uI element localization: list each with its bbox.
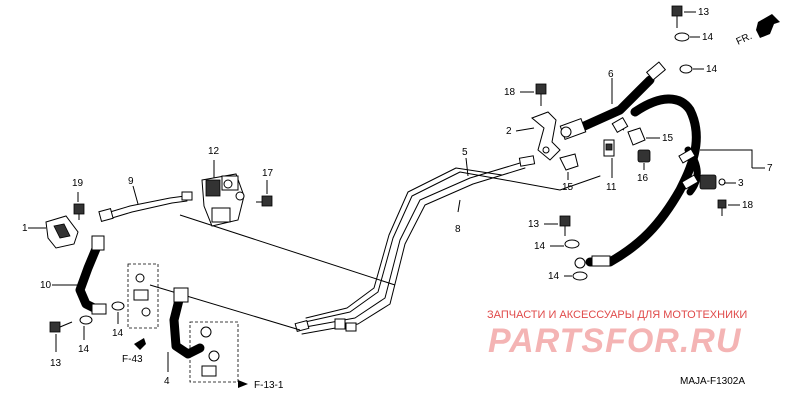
leader-line <box>457 199 461 213</box>
part-number-9: 9 <box>128 176 134 187</box>
pipe-end-fitting <box>518 155 536 167</box>
rear-caliper-detail-group <box>189 321 239 383</box>
brand-watermark: PARTSFOR.RU <box>488 322 742 360</box>
part-number-14-left: 14 <box>78 344 90 355</box>
part-number-12: 12 <box>208 146 220 157</box>
brake-pipe-5 <box>299 162 526 335</box>
bracket-2 <box>531 111 561 161</box>
clip-15-center <box>559 153 579 171</box>
leader-line <box>465 157 469 177</box>
washer-14-lower <box>572 271 588 281</box>
bolt-19 <box>73 203 85 220</box>
leader-line <box>132 185 139 205</box>
diagram-code: MAJA-F1302A <box>680 376 745 387</box>
washer-14-caliper <box>111 301 125 311</box>
part-number-16: 16 <box>637 173 649 184</box>
part-number-11: 11 <box>606 182 617 193</box>
ref-arrow-icon <box>134 338 146 350</box>
ref-f43: F-43 <box>122 354 143 365</box>
part-number-7: 7 <box>767 163 773 174</box>
bolt-13-left <box>49 321 73 333</box>
part-number-14-mid: 14 <box>706 64 718 75</box>
part-number-4: 4 <box>164 376 170 387</box>
part-number-1: 1 <box>22 223 28 234</box>
shop-watermark-text: ЗАПЧАСТИ И АКСЕССУАРЫ ДЛЯ МОТОТЕХНИКИ <box>487 309 747 321</box>
part-number-18-right: 18 <box>742 200 754 211</box>
part-number-15-right: 15 <box>662 133 674 144</box>
part-number-10: 10 <box>40 280 52 291</box>
washer-14-mid <box>679 64 693 74</box>
part-number-5: 5 <box>462 147 468 158</box>
brake-pipe-9 <box>98 191 193 222</box>
guide-line <box>179 214 396 286</box>
part-number-14-caliper: 14 <box>112 328 124 339</box>
bracket-1 <box>45 215 79 249</box>
front-direction-label: FR. <box>735 31 754 48</box>
part-number-14-middle: 14 <box>534 241 546 252</box>
part-number-17: 17 <box>262 168 274 179</box>
brake-hose-10 <box>75 235 107 315</box>
part-number-19: 19 <box>72 178 84 189</box>
leader-line <box>515 127 535 132</box>
proportioning-valve-12 <box>201 173 245 227</box>
part-number-14-top: 14 <box>702 32 714 43</box>
hose-fitting-11 <box>603 116 629 157</box>
brake-joint-3 <box>699 174 726 190</box>
part-number-3: 3 <box>738 178 744 189</box>
part-number-14-lower: 14 <box>548 271 560 282</box>
brake-hose-6 <box>559 61 667 140</box>
bolt-18-top <box>535 83 547 106</box>
part-number-13-top: 13 <box>698 7 710 18</box>
part-number-18-top: 18 <box>504 87 516 98</box>
brake-hose-4 <box>169 287 205 359</box>
part-number-6: 6 <box>608 69 614 80</box>
bolt-18-right <box>717 199 727 216</box>
clip-15-right <box>627 127 646 146</box>
pipe-joint-fitting <box>334 318 346 330</box>
front-direction-arrow-icon <box>756 14 780 38</box>
pipe-joint-fitting <box>345 322 357 332</box>
caliper-detail-group <box>127 263 159 329</box>
brake-hose-7 <box>574 94 701 269</box>
bolt-17 <box>256 195 273 207</box>
part-number-8: 8 <box>455 224 461 235</box>
washer-14-left <box>79 315 93 325</box>
washer-14-middle <box>564 239 580 249</box>
washer-14-top <box>674 32 690 42</box>
part-number-13-left: 13 <box>50 358 62 369</box>
brake-pipe-8 <box>304 167 601 323</box>
part-number-2: 2 <box>506 126 512 137</box>
part-number-13-middle: 13 <box>528 219 540 230</box>
pipe-end-fitting <box>294 319 310 333</box>
part-number-15-center: 15 <box>562 182 574 193</box>
ref-arrow-icon <box>238 380 248 388</box>
ref-f13-1: F-13-1 <box>254 380 284 391</box>
bolt-13-top <box>671 5 683 28</box>
bolt-13-middle <box>559 215 571 236</box>
leader-line <box>700 149 753 168</box>
clip-16 <box>637 149 651 163</box>
